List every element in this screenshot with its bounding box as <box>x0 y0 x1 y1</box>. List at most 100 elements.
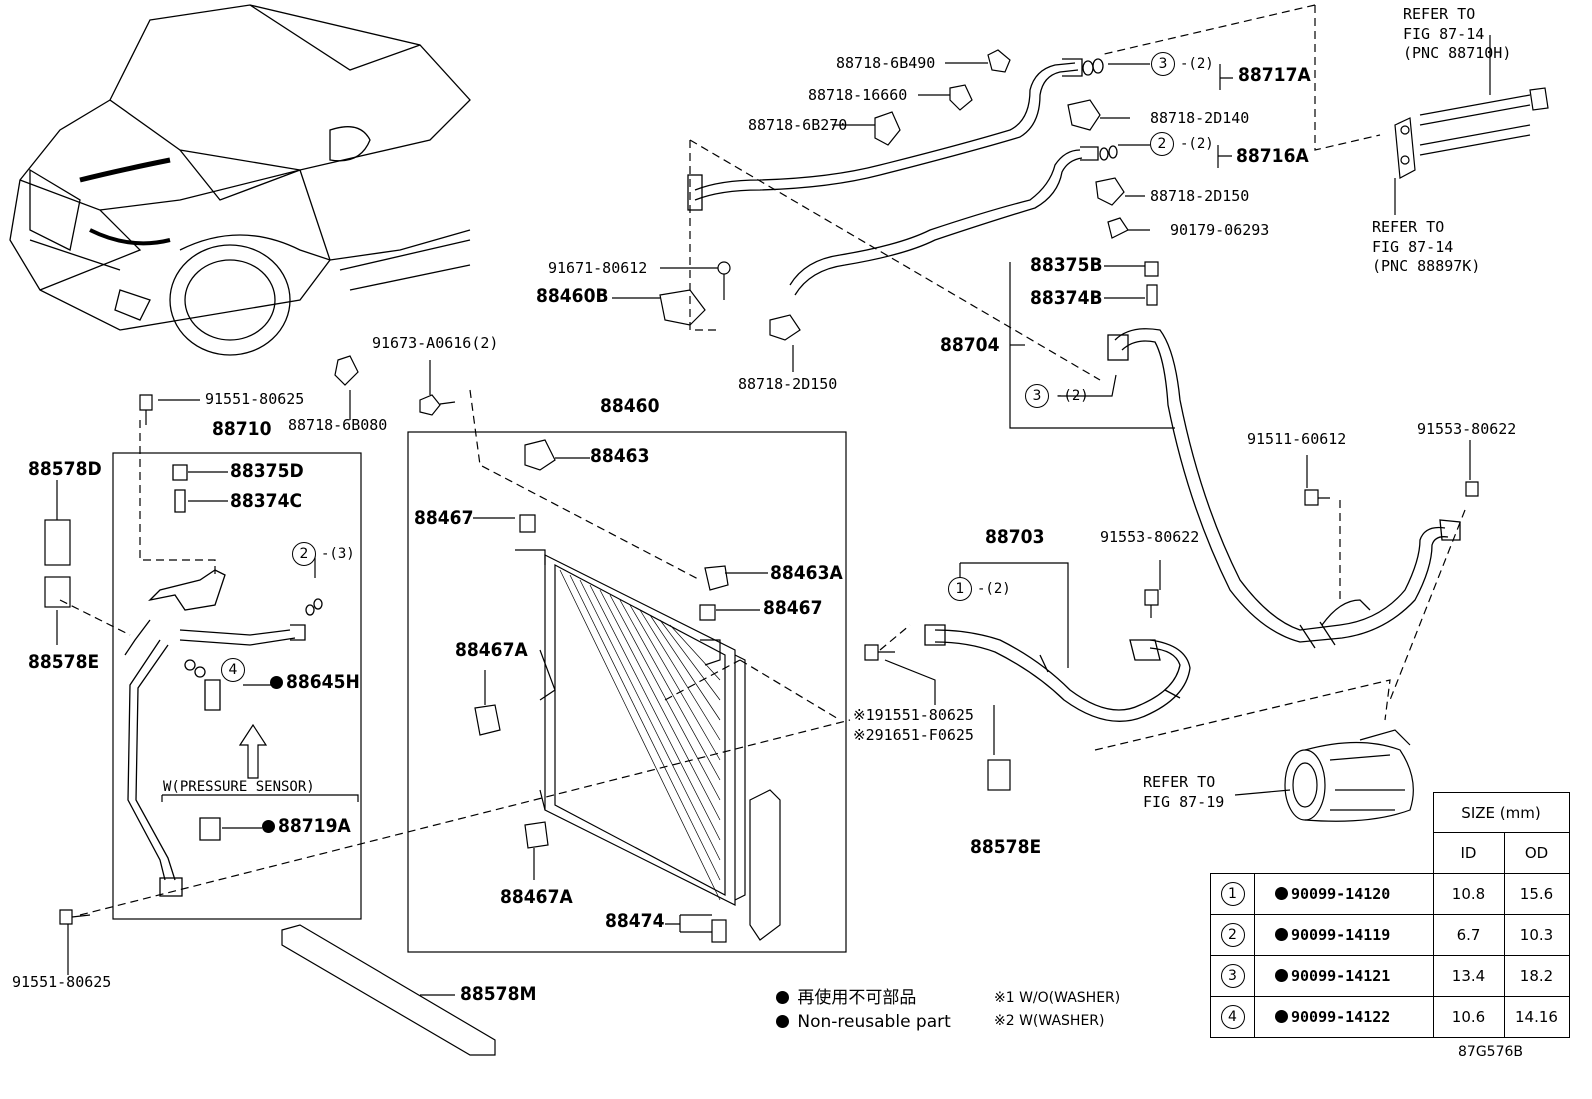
part-label: 88374C <box>230 490 303 512</box>
figure-code: 87G576B <box>1458 1044 1523 1060</box>
refer-connector-icon <box>1394 87 1549 179</box>
oring-ref-circle: 3 <box>1025 384 1049 408</box>
bolt-icons <box>59 355 1479 925</box>
oring-ref-circle: 3 <box>1151 52 1175 76</box>
pad-88578e2-icon <box>987 759 1011 791</box>
frame-88704 <box>1009 262 1175 429</box>
bracket-88703 <box>959 562 1069 668</box>
col-id-header: ID <box>1432 832 1505 874</box>
vehicle-sketch <box>9 4 471 356</box>
part-label: 88717A <box>1238 64 1311 86</box>
col-od-header: OD <box>1503 832 1570 874</box>
oring-ref-qty: -(2) <box>1180 56 1214 72</box>
part-label: 90179-06293 <box>1170 221 1270 239</box>
row-ref-circle: 2 <box>1220 923 1245 947</box>
solid-leaders <box>56 35 1491 996</box>
size-row-1: 1 90099-14120 10.8 15.6 <box>1210 873 1570 915</box>
oring-ref-circle: 2 <box>292 542 316 566</box>
hose-88704 <box>1107 328 1461 649</box>
part-label: 88718-6B270 <box>748 116 848 134</box>
part-label: 88467 <box>414 507 474 529</box>
bracket-88467a-icon <box>474 704 501 736</box>
part-label: 88463A <box>770 562 843 584</box>
row-ref-circle: 4 <box>1220 1005 1245 1029</box>
oring-ref-qty: -(3) <box>321 546 355 562</box>
part-label: 88375B <box>1030 254 1103 276</box>
frame-88460 <box>407 431 847 953</box>
part-label: 88718-6B490 <box>836 54 936 72</box>
cushion-88467-icon <box>519 514 536 533</box>
bracket-88463-icon <box>524 439 556 471</box>
part-label: 88463 <box>590 445 650 467</box>
legend-nonreusable-en: Non-reusable part <box>776 1014 951 1031</box>
row-id: 10.8 <box>1432 873 1505 915</box>
note-washer-1: ※191551-80625 <box>853 706 974 724</box>
row-part-number: 90099-14122 <box>1291 1008 1391 1026</box>
part-label: 91511-60612 <box>1247 430 1347 448</box>
legend-note-2: ※2 W(WASHER) <box>994 1013 1105 1029</box>
part-label: 88703 <box>985 526 1045 548</box>
part-label: 88578E <box>28 651 100 673</box>
arrow-up-icon <box>238 723 268 779</box>
hose-88703 <box>924 624 1191 722</box>
part-label: 91553-80622 <box>1100 528 1200 546</box>
pipe-88710 <box>124 464 323 897</box>
oring-ref-qty: -(2) <box>1055 388 1089 404</box>
legend-note-1: ※1 W/O(WASHER) <box>994 990 1121 1006</box>
part-label: 91673-A0616(2) <box>372 334 499 352</box>
part-label: 88374B <box>1030 287 1103 309</box>
refer-fig-87-19: REFER TO FIG 87-19 <box>1143 773 1225 811</box>
pad-88578e-icon <box>44 576 71 608</box>
part-label: 88578D <box>28 458 102 480</box>
oring-ref-qty: -(2) <box>1180 136 1214 152</box>
cushion-88467b-icon <box>699 604 716 621</box>
part-label: 88578E <box>970 836 1042 858</box>
oring-ref-qty: -(2) <box>977 581 1011 597</box>
oring-ref-circle: 4 <box>221 658 245 682</box>
part-label: 88460 <box>600 395 660 417</box>
row-od: 18.2 <box>1503 955 1570 997</box>
legend-nonreusable-jp: 再使用不可部品 <box>776 990 916 1007</box>
pressure-sensor-label: W(PRESSURE SENSOR) <box>163 779 315 795</box>
pipe-88716a <box>789 145 1118 296</box>
clamp-icons-upper <box>659 49 1159 341</box>
part-label: 88375D <box>230 460 304 482</box>
pipe-88717a <box>687 58 1104 211</box>
bracket-88463a-icon <box>704 565 729 591</box>
note-washer-2: ※291651-F0625 <box>853 726 974 744</box>
row-ref-circle: 3 <box>1220 964 1245 988</box>
size-row-3: 3 90099-14121 13.4 18.2 <box>1210 955 1570 997</box>
part-label: 88467A <box>500 886 573 908</box>
part-label: 88578M <box>460 983 537 1005</box>
bracket-88467a2-icon <box>524 821 549 849</box>
row-id: 13.4 <box>1432 955 1505 997</box>
row-part-number: 90099-14119 <box>1291 926 1391 944</box>
condenser-icon <box>515 549 746 906</box>
row-ref-circle: 1 <box>1220 882 1245 906</box>
part-label: 91553-80622 <box>1417 420 1517 438</box>
refer-fig-87-14-k: REFER TO FIG 87-14 (PNC 88897K) <box>1372 218 1481 275</box>
frame-88710 <box>112 452 362 920</box>
row-od: 10.3 <box>1503 914 1570 956</box>
row-od: 14.16 <box>1503 996 1570 1038</box>
part-label: 88710 <box>212 418 272 440</box>
part-label: 88474 <box>605 910 665 932</box>
part-label: 88467A <box>455 639 528 661</box>
part-label: 88467 <box>763 597 823 619</box>
part-label-nonreusable: 88719A <box>262 817 351 836</box>
refer-fig-87-14-h: REFER TO FIG 87-14 (PNC 88710H) <box>1403 5 1512 62</box>
part-label: 88718-6B080 <box>288 416 388 434</box>
bracket-pressure-sensor <box>161 794 359 802</box>
size-header: SIZE (mm) <box>1432 792 1570 833</box>
oring-ref-circle: 2 <box>1150 132 1174 156</box>
part-label: 88718-2D150 <box>738 375 838 393</box>
row-id: 10.6 <box>1432 996 1505 1038</box>
part-label: 91551-80625 <box>205 390 305 408</box>
part-label: 88718-16660 <box>808 86 908 104</box>
seal-88578m-icon <box>281 924 496 1056</box>
part-label: 88716A <box>1236 145 1309 167</box>
row-od: 15.6 <box>1503 873 1570 915</box>
side-seal-icon <box>749 789 781 941</box>
